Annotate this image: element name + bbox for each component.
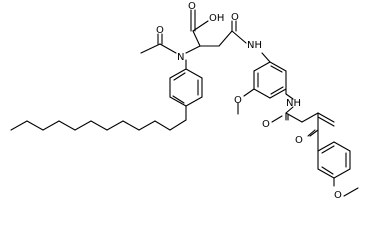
carboxyl-hydroxyl-label: OH [209,13,224,24]
anilide-linker [285,88,294,100]
dodecyl-chain [10,105,187,131]
methoxyphenyl-terminal-ring [317,141,351,179]
anilide-nh-label: NH [286,98,301,109]
ketone-oxygen-label: O [295,135,303,146]
dodecylphenyl-ring [169,59,203,107]
methoxy-oxygen-right-label: O [334,190,342,201]
amide-oxygen-label: O [231,12,239,23]
methoxy-oxygen-left-label: O [234,95,242,106]
acetyl-group [140,33,177,54]
amide-nh-label: NH [247,40,262,51]
carboxyl-oxygen-label: O [188,1,196,12]
carboxylic-acid-group [190,9,209,47]
methoxyphenyl-central-ring [253,52,287,99]
malonyl-oxygen-label: O [262,119,270,130]
central-methoxy-group [237,88,255,115]
chemical-structure-diagram: O OH O NH O N [10,1,359,201]
terminal-methoxy-group [333,177,359,197]
amide-nitrogen-label: N [177,52,184,63]
malonyl-group [271,106,335,152]
acetyl-oxygen-label: O [156,25,164,36]
backbone-chain [185,20,247,54]
